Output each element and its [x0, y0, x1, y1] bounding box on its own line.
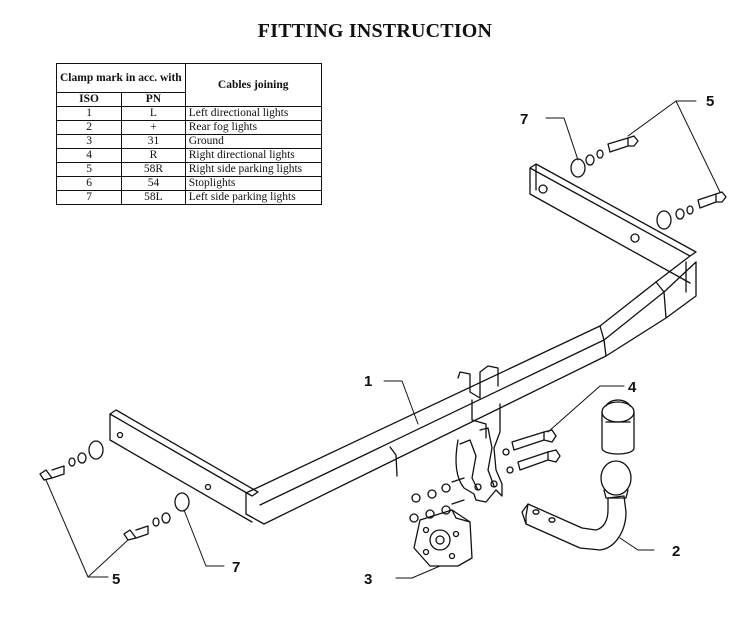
callout-7-bottom: 7	[232, 559, 240, 576]
description-cell: Left side parking lights	[184, 190, 322, 205]
description-cell: Stoplights	[184, 176, 322, 191]
table-row: 3 31 Ground	[55, 134, 322, 149]
leader-lines	[45, 100, 721, 579]
callout-3: 3	[364, 571, 372, 588]
description-cell: Ground	[184, 134, 322, 149]
crossbar	[109, 163, 697, 525]
callout-4: 4	[628, 379, 637, 396]
cables-joining-table: Clamp mark in acc. with Cables joining I…	[55, 63, 322, 205]
clamp-mark-header: Clamp mark in acc. with	[56, 63, 186, 93]
pn-cell: 58L	[121, 190, 186, 205]
callout-7-top: 7	[520, 111, 528, 128]
callout-5-top: 5	[706, 93, 714, 110]
bolts-ball-neck	[502, 429, 561, 474]
iso-cell: 7	[55, 190, 123, 205]
callout-1: 1	[364, 373, 372, 390]
callout-2: 2	[672, 543, 680, 560]
table-row: 2 + Rear fog lights	[55, 120, 322, 135]
description-cell: Rear fog lights	[184, 120, 322, 135]
fasteners-left	[39, 440, 190, 541]
page-title: FITTING INSTRUCTION	[257, 20, 493, 42]
table-row: 4 R Right directional lights	[55, 148, 322, 163]
fasteners-right	[570, 135, 727, 230]
ball-neck	[521, 399, 635, 551]
center-bracket	[455, 365, 503, 503]
callout-5-bottom: 5	[112, 571, 120, 588]
cables-joining-header: Cables joining	[184, 63, 322, 107]
table-row: 7 58L Left side parking lights	[55, 190, 322, 205]
socket-plate	[409, 477, 473, 567]
table-row: 6 54 Stoplights	[55, 176, 322, 191]
